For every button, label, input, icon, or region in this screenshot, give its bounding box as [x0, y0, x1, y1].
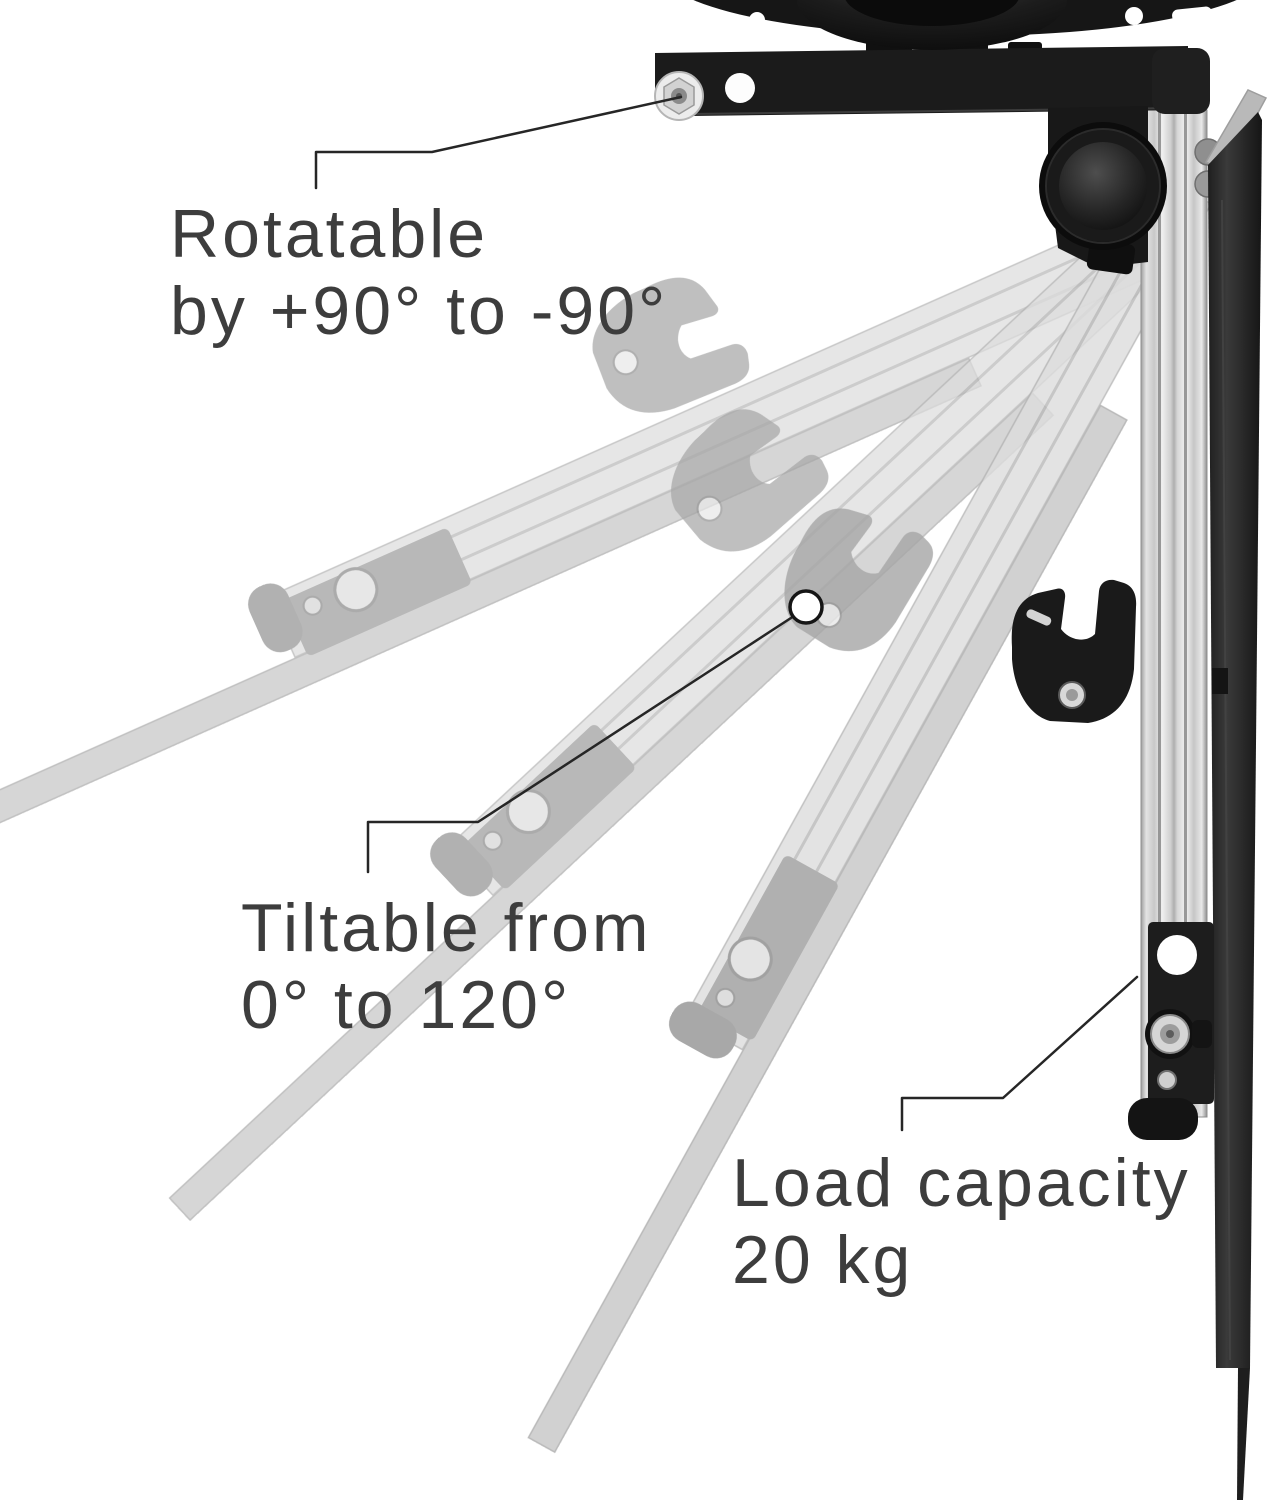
annotation-load-line1: Load capacity: [732, 1145, 1191, 1221]
callout-rotatable-line: [314, 95, 683, 190]
annotation-rotatable: Rotatable by +90° to -90°: [170, 196, 668, 350]
annotation-rotatable-line1: Rotatable: [170, 196, 489, 272]
annotation-tiltable-line2: 0° to 120°: [241, 967, 572, 1043]
annotation-rotatable-line2: by +90° to -90°: [170, 273, 669, 349]
annotation-load-capacity: Load capacity 20 kg: [732, 1145, 1191, 1299]
callout-tiltable-line: [366, 614, 796, 874]
callouts: [314, 95, 1139, 1132]
tilt-knob: [1039, 122, 1167, 250]
bracket-bolt: [654, 71, 704, 121]
bracket-hole: [725, 73, 755, 103]
callout-load-line: [900, 975, 1139, 1132]
lock-mechanism: [1128, 922, 1214, 1140]
swivel-dome: [797, 0, 1067, 50]
tv-plate: [1204, 89, 1268, 1500]
hook-bracket: [1011, 579, 1137, 723]
annotation-tiltable-line1: Tiltable from: [241, 890, 652, 966]
annotation-tiltable: Tiltable from 0° to 120°: [241, 890, 652, 1044]
annotation-load-line2: 20 kg: [732, 1222, 914, 1298]
tilt-marker-circle: [788, 589, 824, 625]
